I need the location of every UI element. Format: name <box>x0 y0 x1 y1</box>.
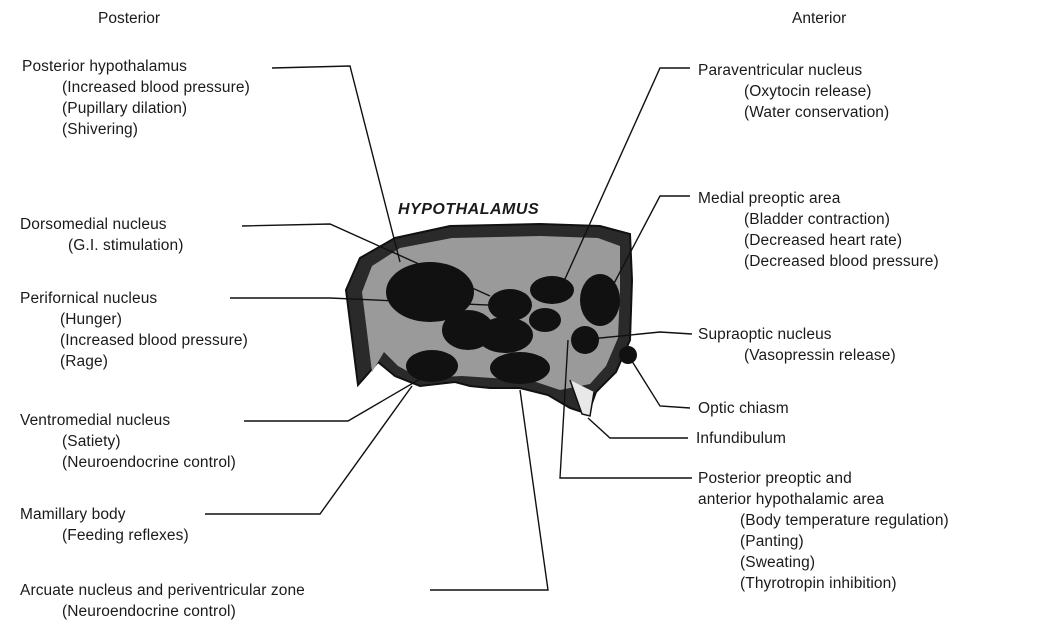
label-medial-preoptic-area: Medial preoptic area (Bladder contractio… <box>698 188 939 272</box>
label-function: (Shivering) <box>22 119 250 140</box>
label-function: (Increased blood pressure) <box>20 330 248 351</box>
label-name-line2: anterior hypothalamic area <box>698 489 949 510</box>
label-function: (Oxytocin release) <box>698 81 889 102</box>
label-name: Optic chiasm <box>698 398 789 419</box>
leader-mamillary <box>205 386 412 514</box>
nucleus-blob <box>406 350 458 382</box>
label-function: (G.I. stimulation) <box>20 235 184 256</box>
leader-infundibulum <box>588 418 688 438</box>
label-function: (Neuroendocrine control) <box>20 601 305 622</box>
label-function: (Body temperature regulation) <box>698 510 949 531</box>
label-function: (Neuroendocrine control) <box>20 452 236 473</box>
label-name: Infundibulum <box>696 428 786 449</box>
label-name: Ventromedial nucleus <box>20 410 236 431</box>
label-name: Medial preoptic area <box>698 188 939 209</box>
label-function: (Water conservation) <box>698 102 889 123</box>
nucleus-blob <box>530 276 574 304</box>
label-function: (Rage) <box>20 351 248 372</box>
label-paraventricular-nucleus: Paraventricular nucleus (Oxytocin releas… <box>698 60 889 123</box>
leader-posterior-hypothalamus <box>272 66 400 262</box>
label-function: (Pupillary dilation) <box>22 98 250 119</box>
label-function: (Sweating) <box>698 552 949 573</box>
label-posterior-preoptic: Posterior preoptic and anterior hypothal… <box>698 468 949 594</box>
label-function: (Hunger) <box>20 309 248 330</box>
label-mamillary-body: Mamillary body (Feeding reflexes) <box>20 504 189 546</box>
label-function: (Satiety) <box>20 431 236 452</box>
nucleus-blob <box>477 317 533 353</box>
label-arcuate-nucleus: Arcuate nucleus and periventricular zone… <box>20 580 305 622</box>
label-name: Posterior preoptic and <box>698 468 949 489</box>
label-perifornical-nucleus: Perifornical nucleus (Hunger) (Increased… <box>20 288 248 372</box>
label-dorsomedial-nucleus: Dorsomedial nucleus (G.I. stimulation) <box>20 214 184 256</box>
label-name: Posterior hypothalamus <box>22 56 250 77</box>
anterior-header: Anterior <box>792 10 846 28</box>
posterior-header: Posterior <box>98 10 160 28</box>
label-name: Perifornical nucleus <box>20 288 248 309</box>
label-supraoptic-nucleus: Supraoptic nucleus (Vasopressin release) <box>698 324 896 366</box>
nucleus-blob <box>529 308 561 332</box>
leader-arcuate <box>430 390 548 590</box>
leader-optic-chiasm <box>630 358 690 408</box>
label-name: Dorsomedial nucleus <box>20 214 184 235</box>
label-posterior-hypothalamus: Posterior hypothalamus (Increased blood … <box>22 56 250 140</box>
label-optic-chiasm: Optic chiasm <box>698 398 789 419</box>
label-function: (Decreased heart rate) <box>698 230 939 251</box>
label-function: (Panting) <box>698 531 949 552</box>
label-function: (Vasopressin release) <box>698 345 896 366</box>
hypothalamus-title: HYPOTHALAMUS <box>398 201 539 219</box>
label-name: Mamillary body <box>20 504 189 525</box>
nucleus-blob <box>580 274 620 326</box>
label-name: Supraoptic nucleus <box>698 324 896 345</box>
label-name: Arcuate nucleus and periventricular zone <box>20 580 305 601</box>
label-function: (Feeding reflexes) <box>20 525 189 546</box>
label-function: (Thyrotropin inhibition) <box>698 573 949 594</box>
label-ventromedial-nucleus: Ventromedial nucleus (Satiety) (Neuroend… <box>20 410 236 473</box>
label-infundibulum: Infundibulum <box>696 428 786 449</box>
label-name: Paraventricular nucleus <box>698 60 889 81</box>
nucleus-blob <box>490 352 550 384</box>
label-function: (Decreased blood pressure) <box>698 251 939 272</box>
label-function: (Bladder contraction) <box>698 209 939 230</box>
optic-chiasm-blob <box>619 346 637 364</box>
label-function: (Increased blood pressure) <box>22 77 250 98</box>
